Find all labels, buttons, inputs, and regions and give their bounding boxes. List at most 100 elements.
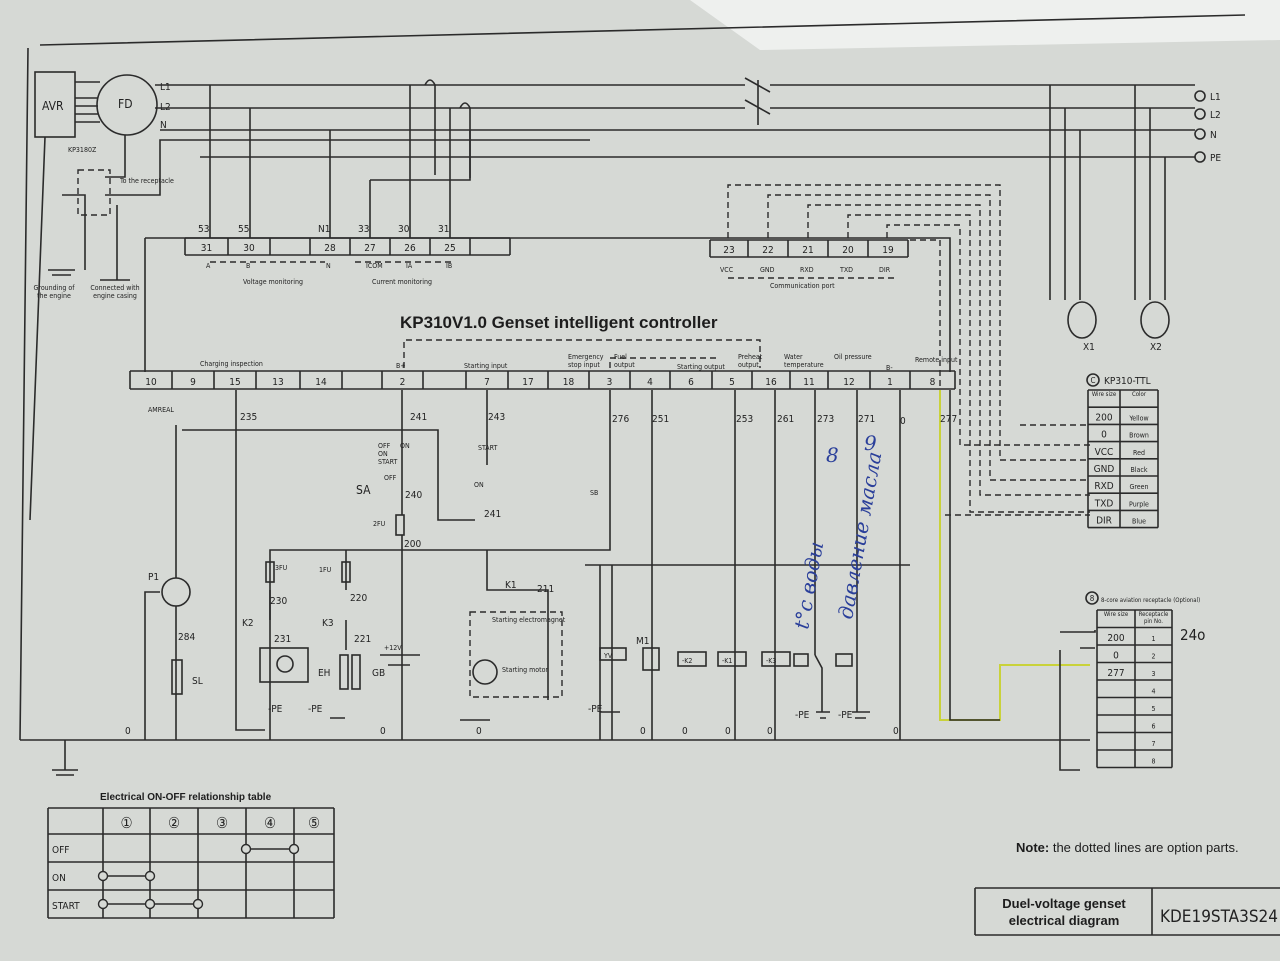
current-transformers [424,79,471,178]
on-contact-dot [144,870,156,882]
switch-sa-label: SA [356,483,371,497]
note-text: Note: the dotted lines are option parts. [1016,840,1239,855]
bottom-terminal-15: 15 [229,377,240,388]
off-contact-label: OFF [384,474,397,482]
grounding-label-box: Grounding of the engine [33,284,75,300]
top-terminal-25: 25 [444,243,455,254]
oil-pressure-label-box: Oil pressure [834,353,872,361]
pe-label-5: -PE [838,710,853,721]
zero-label-7: 0 [767,726,773,737]
gauge-p1 [161,577,191,607]
sl-label: SL [192,676,203,687]
comm-signal-label: GND [760,266,775,274]
emergency-stop-label: Emergency stop input [568,353,604,369]
aviation-cell: 3 [1151,670,1155,678]
aviation-title: 8-core aviation receptacle (Optional) [1101,597,1200,604]
ttl-cell: 0 [1101,430,1107,441]
sensor-sl [171,659,183,695]
gen-n-label: N [160,120,167,131]
top-signal-label: ICOM [366,262,383,270]
wire-amreal: AMREAL [148,406,174,414]
title-block: Duel-voltage genset electrical diagram K… [974,887,1280,936]
title-line-1: Duel-voltage genset [1002,896,1126,911]
aviation-cell: 2 [1151,653,1155,661]
socket-x1 [1067,301,1097,339]
top-signal-label: IB [446,262,452,270]
bottom-terminal-17: 17 [522,377,533,388]
p1-label: P1 [148,572,159,583]
fu1-label: 1FU [319,566,332,574]
wire-0: 0 [900,416,906,427]
onoff-column-1: ① [120,814,132,832]
wire-240: 240 [405,490,422,501]
wire-and-component-labels: AMREAL 235 241 243 276 251 253 261 273 2… [125,406,957,737]
aviation-cell: 5 [1151,705,1155,713]
wire-277: 277 [940,414,957,425]
onoff-column-3: ③ [216,814,228,832]
handwritten-8: 8 [826,443,839,467]
wire-231: 231 [274,634,291,645]
note-label: Note: [1016,840,1049,855]
gen-l1-label: L1 [160,82,171,93]
relay-k1-label: -K1 [722,657,732,665]
ttl-cell: TXD [1094,498,1114,509]
k2-label: K2 [242,618,254,629]
wire-261: 261 [777,414,794,425]
comm-terminal-21: 21 [802,245,813,256]
pump-m1 [642,647,660,671]
comm-terminal-20: 20 [842,245,854,256]
relay-k3 [761,651,791,667]
aviation-cell: 277 [1107,668,1124,679]
aviation-cell: 0 [1113,651,1119,662]
aviation-header-box: Receptacle pin No. [1139,611,1169,625]
fuse-2fu [395,514,405,536]
voltage-monitoring-label: Voltage monitoring [243,278,303,286]
zero-label-8: 0 [893,726,899,737]
remote-input-label: Remote input [915,356,958,364]
sa-pos-on-2: ON [400,442,410,450]
wire-271: 271 [858,414,875,425]
m1-label: M1 [636,636,650,647]
top-signal-label: IA [406,262,413,270]
wire-284: 284 [178,632,195,643]
heater-eh [339,654,349,690]
fu2-label: 2FU [373,520,386,528]
bottom-terminal-7: 7 [484,377,490,388]
bottom-terminal-3: 3 [607,377,613,388]
on-contact-label: ON [474,481,484,489]
bottom-terminal-6: 6 [688,377,694,388]
bottom-terminal-8: 8 [930,377,936,388]
avr-box [34,71,76,138]
ttl-cell: Blue [1132,518,1146,526]
sa-pos-off: OFF [378,442,391,450]
output-n-label: N [1210,130,1217,141]
controller: KP310V1.0 Genset intelligent controller … [129,224,958,390]
pe-label-4: -PE [795,710,810,721]
communication-dashed-wires [727,184,1090,516]
comm-terminal-22: 22 [762,245,773,256]
relay-k2-label: -K2 [682,657,692,665]
fd-generator-symbol [96,74,158,136]
ttl-cell: Brown [1129,432,1149,440]
top-terminal-27: 27 [364,243,375,254]
ttl-marker: C [1090,376,1095,385]
starter-assembly [469,611,563,698]
grounding-label: Grounding of the engine [33,284,75,300]
fu3-label: 3FU [275,564,288,572]
bottom-terminal-13: 13 [272,377,283,388]
fuel-output-label: Fuel output [614,353,635,369]
water-temperature-label: Water temperature [784,353,824,369]
bottom-terminal-11: 11 [803,377,814,388]
charger-generator [259,647,309,683]
start-contact-dot [192,898,204,910]
off-contact-dot [288,843,300,855]
current-monitoring-label: Current monitoring [372,278,432,286]
aviation-marker-circle [1085,591,1099,605]
fuse-1fu [341,561,351,583]
wire-211: 211 [537,584,554,595]
starting-motor-symbol [472,659,498,685]
